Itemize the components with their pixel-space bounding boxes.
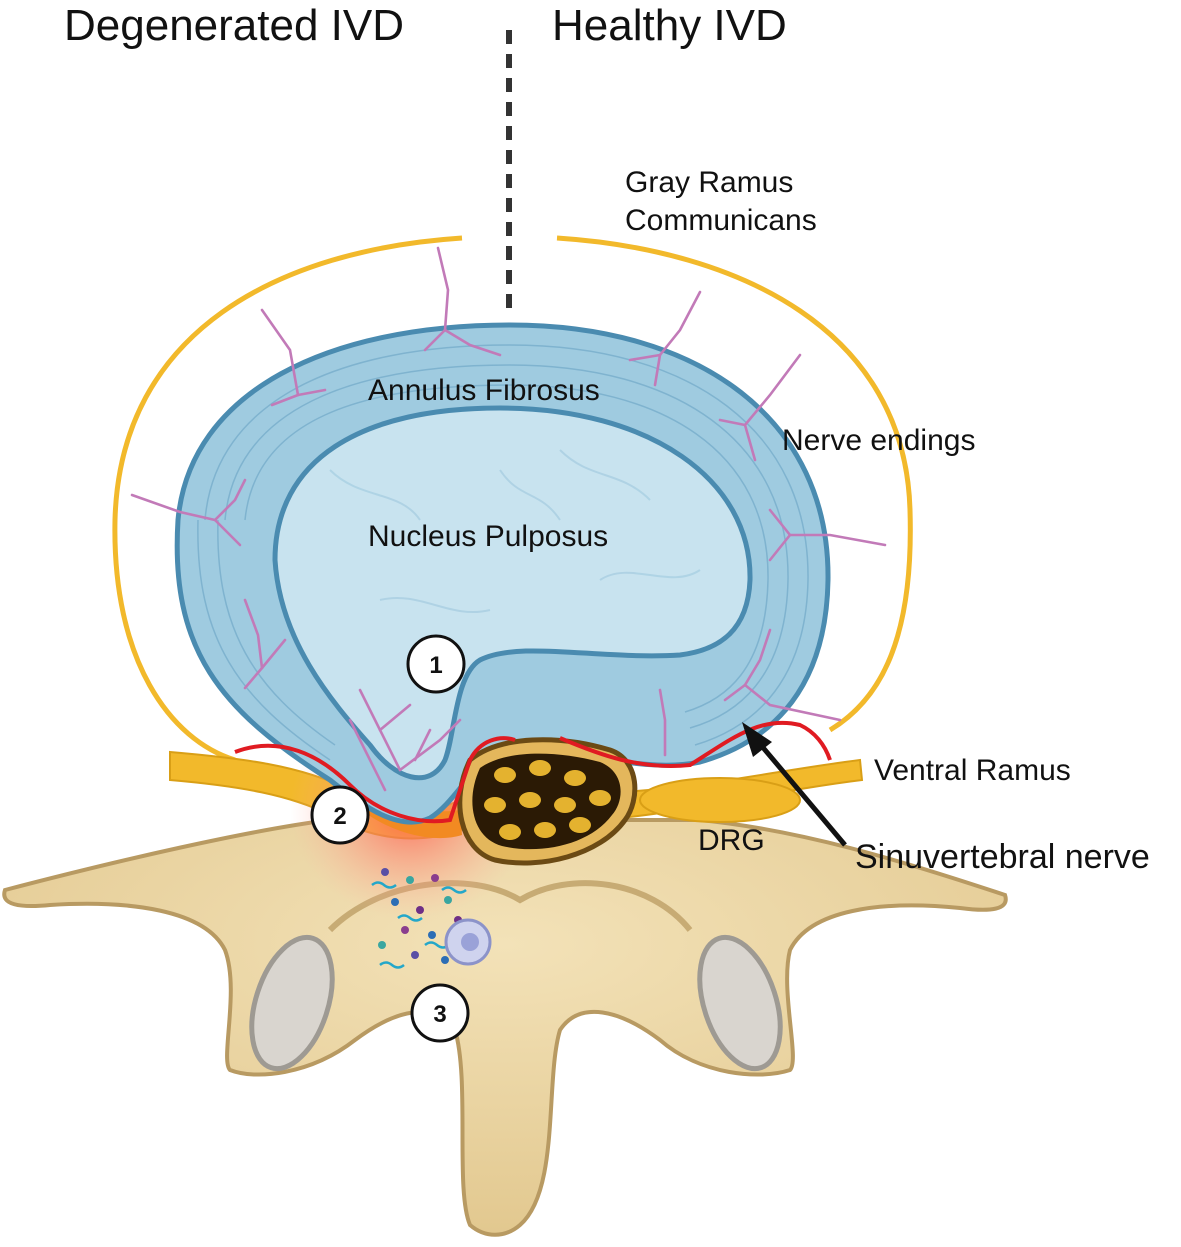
nerve-ending-branch — [443, 328, 502, 357]
gray-ramus-arc-right — [556, 235, 913, 733]
cytokine-dot — [381, 868, 389, 876]
nerve-ending-branch — [658, 688, 667, 757]
header-healthy: Healthy IVD — [552, 1, 787, 50]
facet-right — [697, 934, 783, 1072]
cytokine-dot — [428, 931, 436, 939]
nerve-ending-branch — [398, 718, 462, 772]
nerve-ending-branch — [413, 728, 432, 762]
svg-text:3: 3 — [433, 1001, 446, 1028]
nerve-ending-branch — [270, 393, 300, 407]
nerve-ending-branch — [723, 683, 747, 702]
badge-2: 2 — [310, 785, 370, 845]
sinuvertebral-nerve — [234, 720, 832, 824]
cytokine-squiggle — [371, 881, 397, 889]
nerve-ending-branch — [213, 518, 242, 547]
sinuvertebral-pointer-line — [753, 736, 847, 847]
cytokine-dot — [411, 951, 419, 959]
svg-text:1: 1 — [429, 652, 442, 679]
nerve-ending-branch — [213, 478, 247, 522]
nerve-ending-branch — [243, 598, 264, 670]
cord-fascicle-dot — [519, 792, 541, 808]
nerve-ending-branch — [743, 353, 802, 427]
nucleus-texture — [329, 449, 701, 614]
nerve-ending-branch — [348, 718, 387, 792]
nerve-ending-branch — [768, 508, 792, 537]
label-ventral-ramus: Ventral Ramus — [874, 754, 1071, 787]
cytokine-dot — [378, 941, 386, 949]
drg-bulge — [639, 777, 801, 823]
nerve-ending-branch — [130, 493, 217, 522]
cytokine-dot — [401, 926, 409, 934]
label-annulus-fibrosus: Annulus Fibrosus — [368, 374, 600, 407]
cytokine-dot — [416, 906, 424, 914]
immune-cell — [444, 918, 492, 966]
facet-left — [249, 934, 335, 1072]
cord-fascicle-dot — [564, 770, 586, 786]
cord-fascicle-dot — [529, 760, 551, 776]
sinuvertebral-arrowhead — [742, 722, 772, 757]
cord-fascicle-dot — [589, 790, 611, 806]
nerve-ending-branch — [743, 683, 842, 722]
nerve-ending-branch — [768, 533, 792, 562]
nerve-ending-branch — [653, 353, 662, 387]
badge-3: 3 — [410, 983, 470, 1043]
cord-fascicle-dot — [499, 824, 521, 840]
nerve-endings-branches — [130, 246, 887, 792]
nerve-ending-branch — [743, 423, 757, 462]
cytokine-dot — [441, 956, 449, 964]
label-nerve-endings: Nerve endings — [782, 424, 975, 457]
label-gray-ramus-line2: Communicans — [625, 204, 817, 237]
gray-ramus-arc-left — [112, 235, 463, 763]
badge-1: 1 — [406, 634, 466, 694]
cord-fascicle-dot — [494, 767, 516, 783]
cytokine-dot — [444, 896, 452, 904]
vertebra-bone — [2, 818, 1008, 1237]
label-sinuvertebral-nerve: Sinuvertebral nerve — [855, 838, 1150, 876]
nerve-ending-branch — [718, 418, 747, 427]
nerve-ending-branch — [260, 638, 287, 670]
nerve-ending-branch — [436, 246, 450, 332]
nerve-ending-branch — [788, 533, 887, 547]
cytokine-squiggle — [441, 886, 467, 894]
cytokine-dot — [391, 898, 399, 906]
cord-fascicles — [484, 760, 611, 840]
cord-fascicle-dot — [569, 817, 591, 833]
cytokine-squiggle — [397, 914, 423, 922]
cytokine-particles — [371, 868, 467, 969]
nerve-ending-branch — [296, 388, 327, 397]
nerve-ending-branch — [423, 328, 447, 352]
nerve-ending-branch — [628, 353, 662, 362]
nerve-ending-branch — [243, 666, 264, 690]
cord-fascicle-dot — [484, 797, 506, 813]
cord-fascicle-dot — [554, 797, 576, 813]
cord-fascicle-dot — [534, 822, 556, 838]
header-degenerated: Degenerated IVD — [64, 1, 404, 50]
label-nucleus-pulposus: Nucleus Pulposus — [368, 520, 608, 553]
cytokine-dot — [406, 876, 414, 884]
nerve-ending-branch — [743, 628, 772, 687]
nerve-ending-branch — [378, 703, 412, 732]
label-drg: DRG — [698, 824, 765, 857]
nerve-ending-branch — [658, 290, 702, 357]
annulus-lamellae — [197, 344, 809, 761]
cytokine-squiggle — [379, 961, 405, 969]
label-gray-ramus-line1: Gray Ramus — [625, 166, 793, 199]
svg-text:2: 2 — [333, 803, 346, 830]
nerve-ending-branch — [260, 308, 300, 397]
cytokine-dot — [431, 874, 439, 882]
